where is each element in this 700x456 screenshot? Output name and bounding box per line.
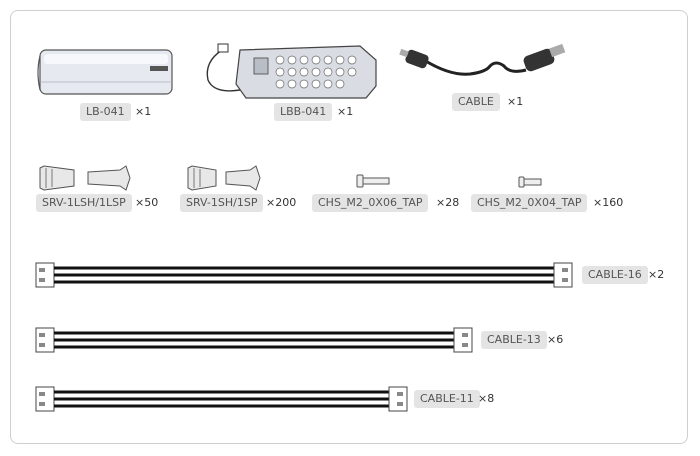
servo-horn-b-qty: ×200 [266,196,297,209]
servo-horn-a-label: SRV-1LSH/1LSP [36,194,132,212]
cable-16-qty: ×2 [648,268,665,281]
usb-cable-qty: ×1 [507,95,524,108]
cable-13-image [35,327,473,353]
battery-image [37,49,173,95]
servo-horn-a-image [39,165,131,191]
battery-box-label: LBB-041 [274,103,333,121]
battery-label: LB-041 [80,103,131,121]
usb-cable-image [399,43,566,76]
usb-cable-label: CABLE [452,93,500,111]
battery-qty: ×1 [135,105,152,118]
servo-horn-a-qty: ×50 [135,196,159,209]
servo-horn-b-label: SRV-1SH/1SP [180,194,264,212]
screw-04-qty: ×160 [593,196,624,209]
screw-04-image [518,176,542,188]
cable-13-label: CABLE-13 [481,331,547,349]
screw-06-label: CHS_M2_0X06_TAP [312,194,429,212]
battery-box-qty: ×1 [337,105,354,118]
screw-04-label: CHS_M2_0X04_TAP [471,194,588,212]
cable-16-label: CABLE-16 [582,266,648,284]
cable-11-label: CABLE-11 [414,390,480,408]
cable-11-qty: ×8 [478,392,495,405]
battery-box-image [206,43,377,99]
screw-06-qty: ×28 [436,196,460,209]
servo-horn-b-image [187,165,261,191]
cable-13-qty: ×6 [547,333,564,346]
cable-16-image [35,262,573,288]
screw-06-image [356,174,390,188]
cable-11-image [35,386,408,412]
